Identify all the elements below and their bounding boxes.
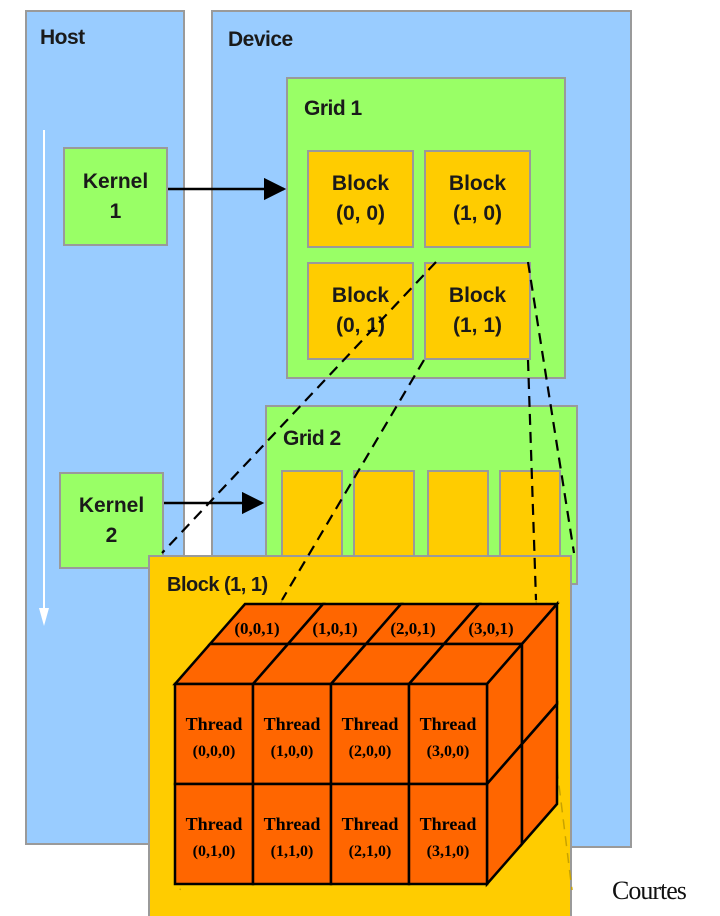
thread-index: (2,0,0) [349, 743, 392, 760]
thread-label: Thread [186, 714, 243, 734]
thread-front-face [173, 782, 255, 886]
block-0-0-name: Block [331, 172, 390, 195]
thread-label: Thread [264, 714, 321, 734]
courtesy-text: Courtes [612, 876, 687, 905]
thread-front-face [329, 682, 411, 786]
thread-label: Thread [420, 814, 477, 834]
thread-label: Thread [342, 714, 399, 734]
block-1-0-name: Block [448, 172, 507, 195]
thread-front-face [251, 782, 333, 886]
thread-side-face [520, 700, 559, 848]
thread-back-label: (2,0,1) [390, 619, 435, 638]
thread-front-face [173, 682, 255, 786]
block-1-1-index: (1, 1) [452, 314, 502, 337]
thread-index: (1,1,0) [271, 843, 314, 860]
thread-index: (1,0,0) [271, 743, 314, 760]
grid-2-label: Grid 2 [283, 427, 341, 450]
thread-front-face [407, 682, 489, 786]
grid-1-label: Grid 1 [304, 97, 362, 120]
kernel-2-box: Kernel 2 [59, 472, 164, 569]
block-0-1-index: (0, 1) [335, 314, 385, 337]
kernel-1-box: Kernel 1 [63, 147, 168, 246]
block-0-0-index: (0, 0) [335, 202, 385, 225]
host-label: Host [40, 26, 85, 49]
kernel-1-label: Kernel [82, 169, 149, 193]
thread-index: (0,0,0) [193, 743, 236, 760]
thread-index: (0,1,0) [193, 843, 236, 860]
thread-index: (3,0,0) [427, 743, 470, 760]
block-1-0: Block (1, 0) [424, 150, 531, 248]
kernel-2-number: 2 [105, 523, 118, 547]
grid-2-block [427, 470, 489, 570]
kernel-2-label: Kernel [78, 493, 145, 517]
thread-back-label: (1,0,1) [312, 619, 357, 638]
thread-label: Thread [420, 714, 477, 734]
thread-front-face [329, 782, 411, 886]
thread-back-label: (0,0,1) [234, 619, 279, 638]
thread-cube: (0,0,1) (1,0,1) (2,0,1) (3,0,1) Thread (0,0,0… [172, 600, 560, 888]
thread-front-face [251, 682, 333, 786]
kernel-1-number: 1 [109, 199, 122, 223]
thread-label: Thread [342, 814, 399, 834]
block-0-0: Block (0, 0) [307, 150, 414, 248]
thread-index: (3,1,0) [427, 843, 470, 860]
thread-back-label: (3,0,1) [468, 619, 513, 638]
time-arrow [39, 130, 49, 626]
projection-lines [161, 261, 576, 601]
block-1-1: Block (1, 1) [424, 262, 531, 360]
block-0-1-name: Block [331, 284, 390, 307]
grid-2-block [353, 470, 415, 570]
thread-label: Thread [264, 814, 321, 834]
thread-label: Thread [186, 814, 243, 834]
device-label: Device [228, 28, 293, 51]
block-1-0-index: (1, 0) [452, 202, 502, 225]
block-1-1-name: Block [448, 284, 507, 307]
block-detail-label: Block (1, 1) [167, 574, 268, 596]
thread-index: (2,1,0) [349, 843, 392, 860]
thread-front-face [407, 782, 489, 886]
